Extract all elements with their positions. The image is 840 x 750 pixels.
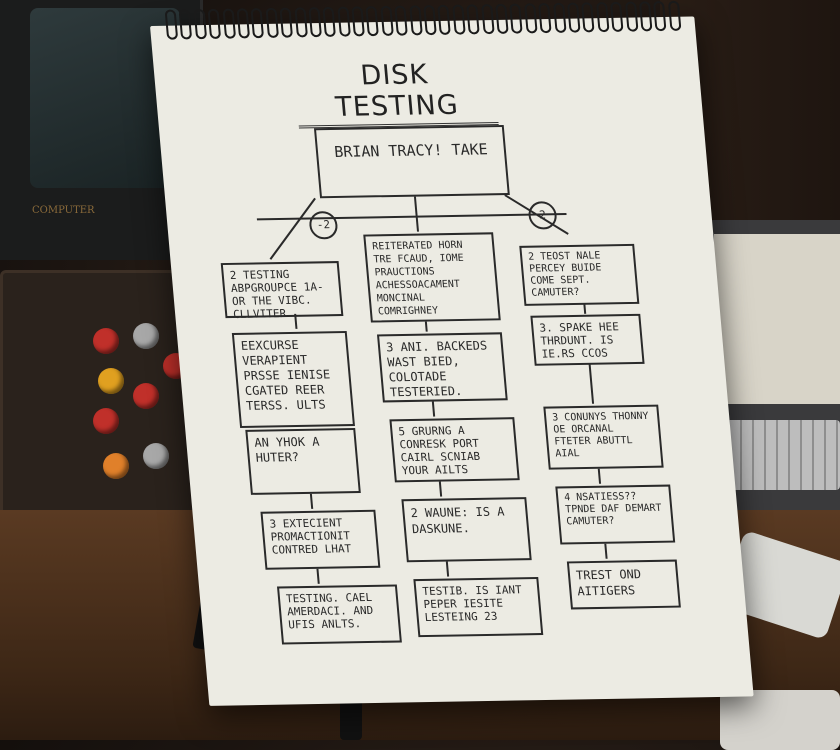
flowchart-connectors — [256, 194, 608, 584]
left-box-3: AN YHOK A HUTER? — [245, 427, 361, 495]
red-knob — [93, 408, 119, 434]
center-box-1: REITERATED HORN TRE FCAUD, IOME PRAUCTIO… — [363, 232, 501, 323]
laptop — [700, 220, 840, 510]
right-box-4: 4 NSATIESS?? TPNDE DAF DEMART CAMUTER? — [555, 484, 676, 545]
center-box-4: 2 WAUNE: IS A DASKUNE. — [401, 497, 532, 563]
spiral-notepad: DISK TESTING BRIAN TRACY! TAKE -2 2 2 TE… — [150, 0, 754, 706]
left-box-5: TESTING. CAEL AMERDACI. AND UFIS ANLTS. — [276, 584, 402, 645]
red-knob — [133, 383, 159, 409]
left-box-1: 2 TESTING ABPGROUPCE 1A-OR THE VIBC. CLL… — [220, 261, 344, 321]
left-box-4: 3 EXTECIENT PROMACTIONIT CONTRED LHAT — [260, 509, 381, 570]
monitor-brand-label: COMPUTER — [32, 205, 95, 216]
center-box-3: 5 GRURNG A CONRESK PORT CAIRL SCNIAB YOU… — [389, 417, 520, 483]
flowchart-top-box: BRIAN TRACY! TAKE — [313, 124, 510, 199]
orange-knob — [103, 453, 129, 479]
yellow-knob — [98, 368, 124, 394]
right-box-1: 2 TEOST NALE PERCEY BUIDE COME SEPT. CAM… — [519, 243, 640, 306]
gray-knob — [143, 443, 169, 469]
white-device — [720, 690, 840, 750]
red-knob — [93, 328, 119, 354]
laptop-screen — [714, 234, 840, 404]
center-box-5: TESTIB. IS IANT PEPER IESITE LESTEING 23 — [413, 576, 544, 638]
right-box-3: 3 CONUNYS THONNY OE ORCANAL FTETER ABUTT… — [543, 404, 664, 470]
right-box-5: TREST OND AITIGERS — [566, 559, 681, 610]
right-box-2: 3. SPAKE HEE THRDUNT. IS IE.RS CCOS — [530, 313, 645, 366]
left-box-2: EEXCURSE VERAPIENT PRSSE IENISE CGATED R… — [231, 330, 355, 428]
center-box-2: 3 ANI. BACKEDS WAST BIED, COLOTADE TESTE… — [376, 332, 508, 403]
gray-knob — [133, 323, 159, 349]
